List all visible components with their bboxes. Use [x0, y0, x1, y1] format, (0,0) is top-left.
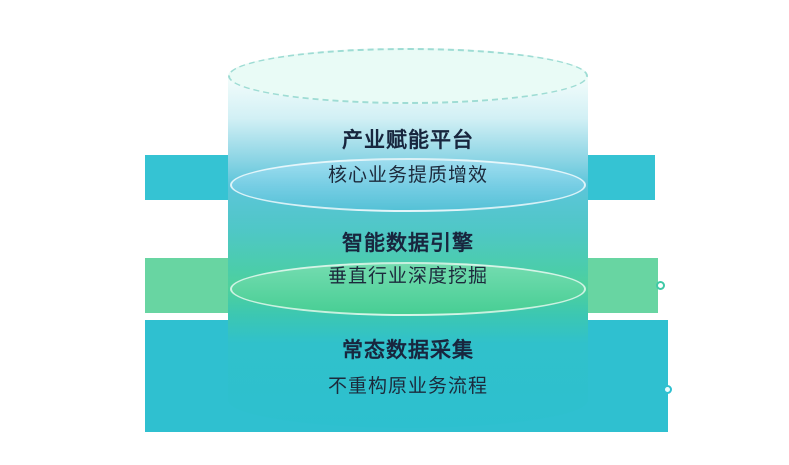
layer-2-subtitle: 垂直行业深度挖掘 — [327, 265, 488, 287]
layer-1-title: 产业赋能平台 — [342, 128, 474, 152]
cylinder-divider-ellipse-2 — [230, 262, 586, 316]
cylinder-body — [228, 76, 588, 428]
layer-1-subtitle: 核心业务提质增效 — [327, 164, 488, 186]
cylinder-divider-ellipse-1 — [230, 158, 586, 212]
layer-3-subtitle: 不重构原业务流程 — [327, 375, 488, 397]
band-end-circle-bottom — [663, 385, 672, 394]
layer-3-title: 常态数据采集 — [342, 338, 474, 362]
cylinder-top-ellipse — [228, 48, 588, 104]
layer-2-title: 智能数据引擎 — [342, 231, 474, 255]
band-end-circle-middle — [656, 281, 665, 290]
